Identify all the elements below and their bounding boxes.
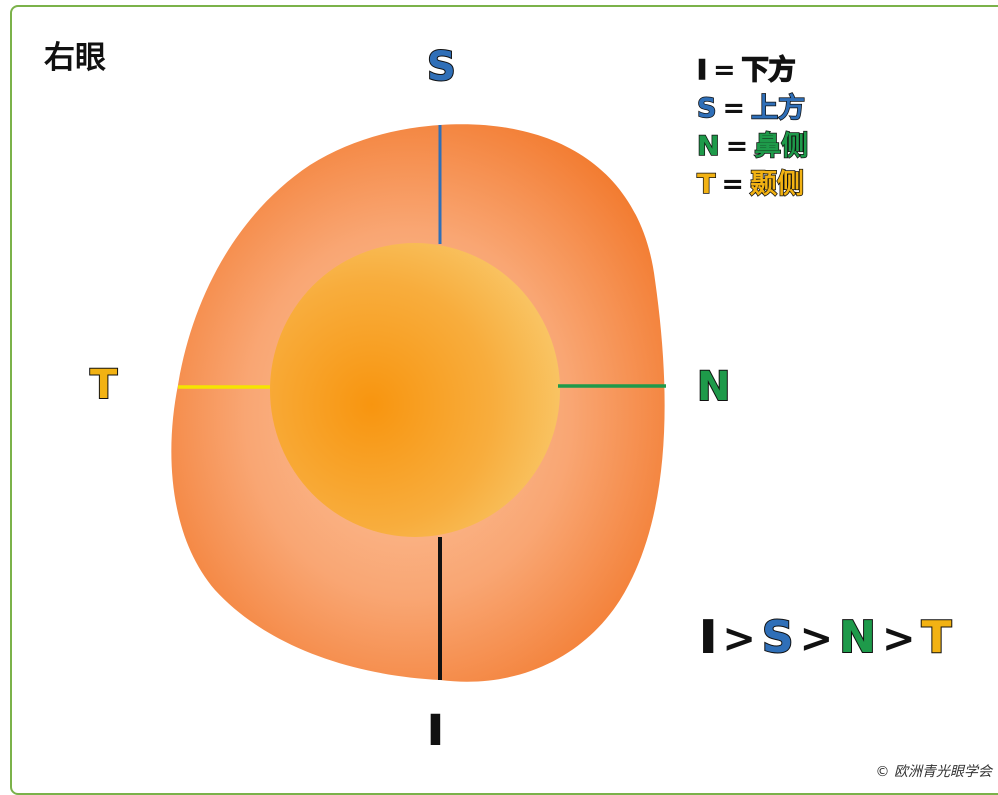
eye-title: 右眼: [44, 40, 106, 76]
copyright: © 欧洲青光眼学会: [875, 764, 992, 780]
legend-equals: =: [713, 55, 736, 86]
legend-key: S: [696, 92, 717, 125]
nasal-letter-text: N: [696, 363, 732, 411]
isnt-separator: >: [799, 616, 834, 662]
isnt-separator: >: [722, 616, 756, 662]
legend-equals: =: [722, 93, 746, 124]
isnt-letter: T: [920, 611, 952, 664]
legend-row-superior: S=上方: [696, 90, 808, 128]
isnt-separator: >: [881, 616, 916, 662]
legend-label: 下方: [741, 54, 797, 87]
inferior-letter-text: I: [427, 707, 444, 755]
legend-equals: =: [725, 131, 749, 162]
isnt-letter: N: [838, 611, 877, 664]
legend-row-temporal: T=颞侧: [696, 166, 808, 204]
legend-key: I: [696, 54, 708, 87]
legend-label: 颞侧: [749, 168, 805, 201]
superior-letter: S: [426, 43, 457, 91]
legend-key: N: [696, 130, 720, 163]
legend-label: 上方: [750, 92, 806, 125]
superior-letter-text: S: [426, 43, 457, 91]
nasal-letter: N: [696, 363, 732, 411]
isnt-rule: I>S>N>T: [699, 611, 952, 664]
legend: I=下方 S=上方 N=鼻侧 T=颞侧: [696, 52, 809, 204]
legend-label: 鼻侧: [753, 130, 809, 163]
isnt-letter: I: [699, 611, 717, 664]
isnt-letter: S: [761, 611, 795, 664]
temporal-letter: T: [89, 361, 118, 409]
optic-cup: [270, 243, 560, 537]
legend-equals: =: [721, 169, 745, 200]
legend-key: T: [696, 168, 716, 201]
inferior-letter: I: [427, 707, 444, 755]
temporal-letter-text: T: [89, 361, 118, 409]
legend-row-nasal: N=鼻侧: [696, 128, 809, 166]
legend-row-inferior: I=下方: [696, 52, 808, 90]
